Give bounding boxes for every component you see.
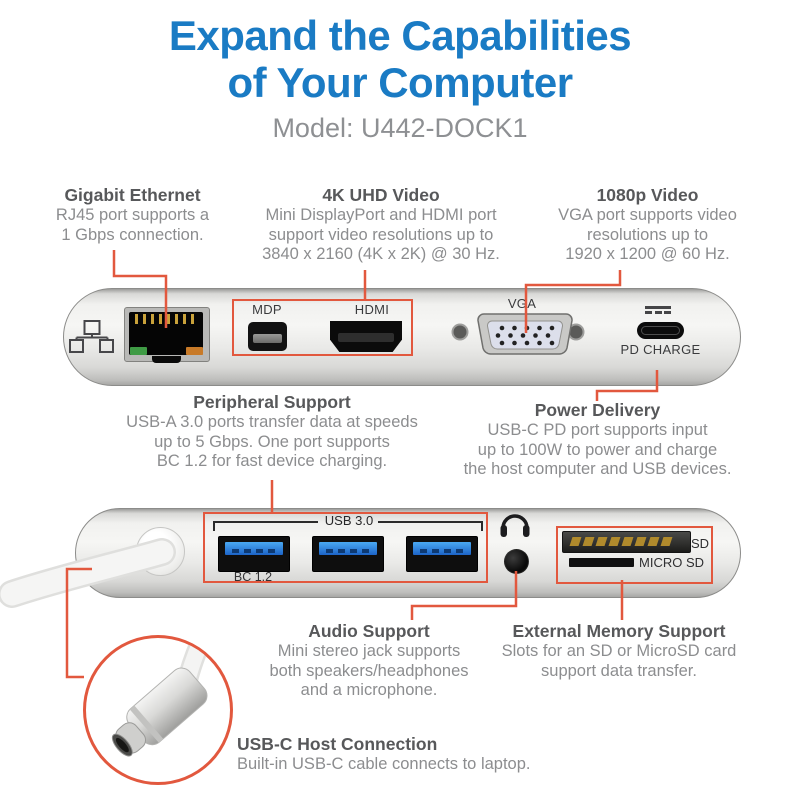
callout-body: VGA port supports video resolutions up t… <box>558 206 737 263</box>
rj45-clip-notch <box>152 356 181 363</box>
usb-c-connector-photo <box>111 638 214 757</box>
sd-card-slot <box>562 531 691 553</box>
usb-a-port-3 <box>406 536 478 572</box>
usb3-bracket-right <box>378 521 483 523</box>
usb3-label: USB 3.0 <box>324 513 374 528</box>
memory-slots-highlight-box <box>556 526 713 584</box>
callout-body: Slots for an SD or MicroSD card support … <box>501 642 737 680</box>
microsd-card-slot <box>569 558 634 567</box>
model-number: Model: U442-DOCK1 <box>272 113 528 143</box>
rj45-pins <box>135 314 197 324</box>
callout-power-delivery: Power Delivery USB-C PD port supports in… <box>445 400 750 480</box>
callout-usbc-host: USB-C Host Connection Built-in USB-C cab… <box>237 734 577 775</box>
callout-title: USB-C Host Connection <box>237 734 438 754</box>
callout-body: USB-C PD port supports input up to 100W … <box>463 421 732 478</box>
usb-a-port-2 <box>312 536 384 572</box>
callout-title: Power Delivery <box>534 400 661 420</box>
usb-c-host-cable <box>0 538 176 608</box>
usb-c-slot <box>641 326 680 335</box>
rj45-ethernet-port <box>124 307 210 363</box>
video-ports-highlight-box <box>232 299 413 356</box>
callout-body: Built-in USB-C cable connects to laptop. <box>237 755 531 773</box>
usb-ports-highlight-box <box>203 512 488 583</box>
page-title-line1: Expand the Capabilities <box>168 12 632 59</box>
hdmi-port <box>330 321 402 352</box>
network-icon <box>69 320 114 353</box>
dc-power-icon <box>645 306 671 309</box>
callout-title: Gigabit Ethernet <box>64 185 201 205</box>
pd-charge-label: PD CHARGE <box>620 342 701 357</box>
vga-port-label: VGA <box>507 296 537 311</box>
callout-body: RJ45 port supports a 1 Gbps connection. <box>55 206 210 244</box>
callout-body: Mini stereo jack supports both speakers/… <box>269 642 469 699</box>
mdp-port-label: MDP <box>252 302 282 317</box>
callout-1080p-video: 1080p Video VGA port supports video reso… <box>520 185 775 265</box>
callout-gigabit-ethernet: Gigabit Ethernet RJ45 port supports a 1 … <box>25 185 240 245</box>
page-title-line2: of Your Computer <box>227 59 573 106</box>
callout-peripheral-support: Peripheral Support USB-A 3.0 ports trans… <box>110 392 434 472</box>
audio-jack-port <box>504 549 529 574</box>
mini-displayport <box>248 322 287 351</box>
usb3-bracket-left <box>213 521 318 523</box>
callout-body: USB-A 3.0 ports transfer data at speeds … <box>126 413 418 470</box>
usb-c-connector-inset <box>83 635 233 785</box>
callout-title: External Memory Support <box>512 621 726 641</box>
vga-port <box>451 313 585 355</box>
callout-title: 1080p Video <box>596 185 699 205</box>
callout-audio-support: Audio Support Mini stereo jack supports … <box>240 621 498 701</box>
callout-title: Peripheral Support <box>193 392 351 412</box>
dc-power-icon-dashes <box>645 311 671 314</box>
usb3-bracket-right-tick <box>481 521 483 531</box>
sd-label: SD <box>691 536 710 551</box>
callout-external-memory: External Memory Support Slots for an SD … <box>485 621 753 681</box>
callout-4k-uhd-video: 4K UHD Video Mini DisplayPort and HDMI p… <box>235 185 527 265</box>
usb-c-pd-port <box>637 322 684 339</box>
callout-title: Audio Support <box>308 621 430 641</box>
activity-led-amber <box>186 347 203 355</box>
mini-displayport-slot <box>253 334 282 343</box>
usb-a-port-1 <box>218 536 290 572</box>
callout-body: Mini DisplayPort and HDMI port support v… <box>262 206 500 263</box>
microsd-label: MICRO SD <box>639 555 704 570</box>
link-led-green <box>130 347 147 355</box>
hdmi-slot <box>338 333 394 342</box>
headphones-icon <box>500 514 530 537</box>
screw-hole-left <box>451 323 469 341</box>
hdmi-port-label: HDMI <box>354 302 390 317</box>
callout-title: 4K UHD Video <box>322 185 440 205</box>
usb3-bracket-left-tick <box>213 521 215 531</box>
bc12-label: BC 1.2 <box>233 570 273 584</box>
